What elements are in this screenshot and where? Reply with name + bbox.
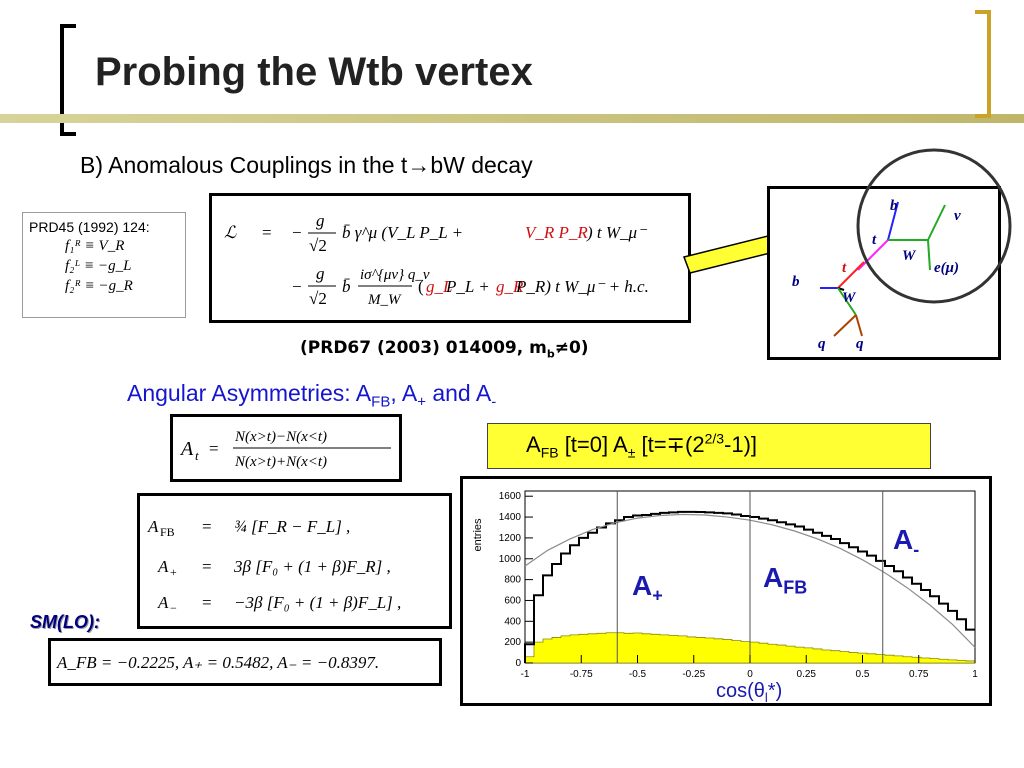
title-bracket-right (975, 10, 991, 118)
frac-num: g (316, 264, 325, 283)
formula-rhs: ¾ [F_R − F_L] , (234, 517, 350, 536)
title-underline (0, 114, 1024, 123)
x-tick-label: 0 (747, 669, 753, 680)
label-b: b (792, 274, 800, 290)
zoom-circle (856, 148, 1012, 304)
y-tick-label: 0 (515, 658, 521, 669)
y-tick-label: 600 (504, 595, 521, 606)
x-tick-label: -0.75 (570, 669, 593, 680)
label-t: t (872, 232, 877, 248)
y-tick-label: 1000 (499, 554, 522, 565)
paren: ( (418, 277, 424, 296)
prd45-heading: PRD45 (1992) 124: (29, 219, 150, 235)
at-den: N(x>t)+N(x<t) (234, 454, 327, 470)
prd45-line: f₁ᴿ ≡ V_R (65, 238, 125, 254)
histogram-box: -1 -0.75 -0.5 -0.25 0 0.25 0.5 0.75 1 0 200 400 600 8… (460, 476, 992, 706)
label-emu: e(μ) (934, 260, 959, 276)
at-lhs-sub: t (195, 448, 199, 463)
y-axis-label: entries (472, 518, 484, 552)
x-tick-label: 0.75 (909, 669, 929, 680)
prd45-box: PRD45 (1992) 124: f₁ᴿ ≡ V_R f₂ᴸ ≡ −g_L f… (22, 212, 186, 318)
x-tick-label: 1 (972, 669, 978, 680)
prd45-line: f₂ᴿ ≡ −g_R (65, 278, 133, 294)
label-w: W (902, 248, 917, 264)
formula-lhs: A (147, 517, 159, 536)
at-num: N(x>t)−N(x<t) (234, 429, 327, 445)
at-formula-box: A t = N(x>t)−N(x<t) N(x>t)+N(x<t) (170, 414, 402, 482)
formula-lhs: A (157, 593, 169, 612)
sm-values: A_FB = −0.2225, A₊ = 0.5482, A₋ = −0.839… (57, 653, 380, 672)
frac-num: iσ^{μν} q_ν (360, 267, 430, 283)
term-tw: ) t W_μ⁻ (586, 223, 648, 242)
sm-values-box: A_FB = −0.2225, A₊ = 0.5482, A₋ = −0.839… (48, 638, 442, 686)
y-tick-label: 200 (504, 637, 521, 648)
formula-rhs: −3β [F₀ + (1 + β)F_L] , (234, 593, 401, 612)
x-tick-label: 0.5 (856, 669, 870, 680)
x-tick-label: -0.5 (629, 669, 647, 680)
label-b: b (890, 198, 898, 214)
label-a-fb: AFB (763, 562, 808, 598)
y-tick-label: 1200 (499, 533, 522, 544)
term-pl: P_L + (445, 277, 490, 296)
x-tick-label: -1 (521, 669, 530, 680)
y-tick-label: 1400 (499, 512, 522, 523)
x-tick-label: -0.25 (682, 669, 705, 680)
lagrangian-box: ℒ = − g √2 b̄ γ^μ (V_L P_L + V_R P_R ) t… (209, 193, 691, 323)
frac-num: g (316, 211, 325, 230)
title-bracket-left (60, 24, 76, 136)
highlight-box: AFB [t=0] A± [t=∓(22/3-1)] (487, 423, 931, 469)
asymmetries-heading: Angular Asymmetries: AFB, A+ and A- (127, 380, 497, 411)
subtitle: B) Anomalous Couplings in the t→bW decay (80, 152, 533, 178)
prd45-line: f₂ᴸ ≡ −g_L (65, 258, 132, 274)
formula-eq: = (202, 517, 212, 536)
y-tick-label: 1600 (499, 491, 522, 502)
lagrangian-symbol: ℒ (224, 223, 237, 242)
label-nu: ν (954, 208, 961, 224)
term-vl: b̄ γ^μ (V_L P_L + (342, 223, 463, 242)
term-rest: P_R) t W_μ⁻ + h.c. (515, 277, 649, 296)
label-a-minus: A- (893, 524, 920, 560)
feynman-box (767, 186, 1001, 360)
histogram-chart: -1 -0.75 -0.5 -0.25 0 0.25 0.5 0.75 1 0 200 400 600 8… (472, 490, 978, 680)
term-gl: g_L (426, 277, 452, 296)
label-q: q (818, 336, 826, 352)
formula-sub: + (170, 565, 177, 579)
page-title: Probing the Wtb vertex (95, 50, 533, 94)
at-eq: = (209, 439, 219, 458)
x-tick-label: 0.25 (797, 669, 817, 680)
histogram-xlabel: cos(θl*) (716, 680, 783, 705)
formula-sub: FB (160, 525, 175, 539)
feynman-diagram: b ν t W e(μ) b t W q q (792, 148, 1012, 352)
at-lhs: A (179, 438, 194, 460)
at-formula: A t = N(x>t)−N(x<t) N(x>t)+N(x<t) (179, 429, 391, 470)
reference-note: (PRD67 (2003) 014009, mb≠0) (300, 338, 589, 361)
formula-eq: = (202, 593, 212, 612)
label-q: q (856, 336, 864, 352)
frac-den: M_W (367, 292, 402, 308)
formula-sub: − (170, 601, 177, 615)
y-tick-label: 400 (504, 616, 521, 627)
sm-label: SM(LO): (30, 612, 100, 632)
lagrangian-formula: ℒ = − g √2 b̄ γ^μ (V_L P_L + V_R P_R ) t… (224, 211, 649, 308)
frac-den: √2 (309, 289, 327, 308)
label-w: W (842, 290, 857, 306)
minus-sign: − (292, 277, 302, 296)
frac-den: √2 (309, 236, 327, 255)
asymmetry-formulas-box: A FB = ¾ [F_R − F_L] , A + = 3β [F₀ + (1… (137, 493, 452, 629)
minus-sign: − (292, 223, 302, 242)
formula-lhs: A (157, 557, 169, 576)
asymmetry-formulas: A FB = ¾ [F_R − F_L] , A + = 3β [F₀ + (1… (147, 517, 401, 615)
y-tick-label: 800 (504, 575, 521, 586)
arrow-icon: → (407, 153, 431, 178)
label-t: t (842, 260, 847, 276)
term-vr: V_R P_R (525, 223, 588, 242)
bbar: b̄ (342, 277, 351, 296)
term-gr: g_R (496, 277, 524, 296)
formula-eq: = (202, 557, 212, 576)
label-a-plus: A+ (632, 570, 663, 606)
lagrangian-eq: = (262, 223, 272, 242)
formula-rhs: 3β [F₀ + (1 + β)F_R] , (233, 557, 391, 576)
